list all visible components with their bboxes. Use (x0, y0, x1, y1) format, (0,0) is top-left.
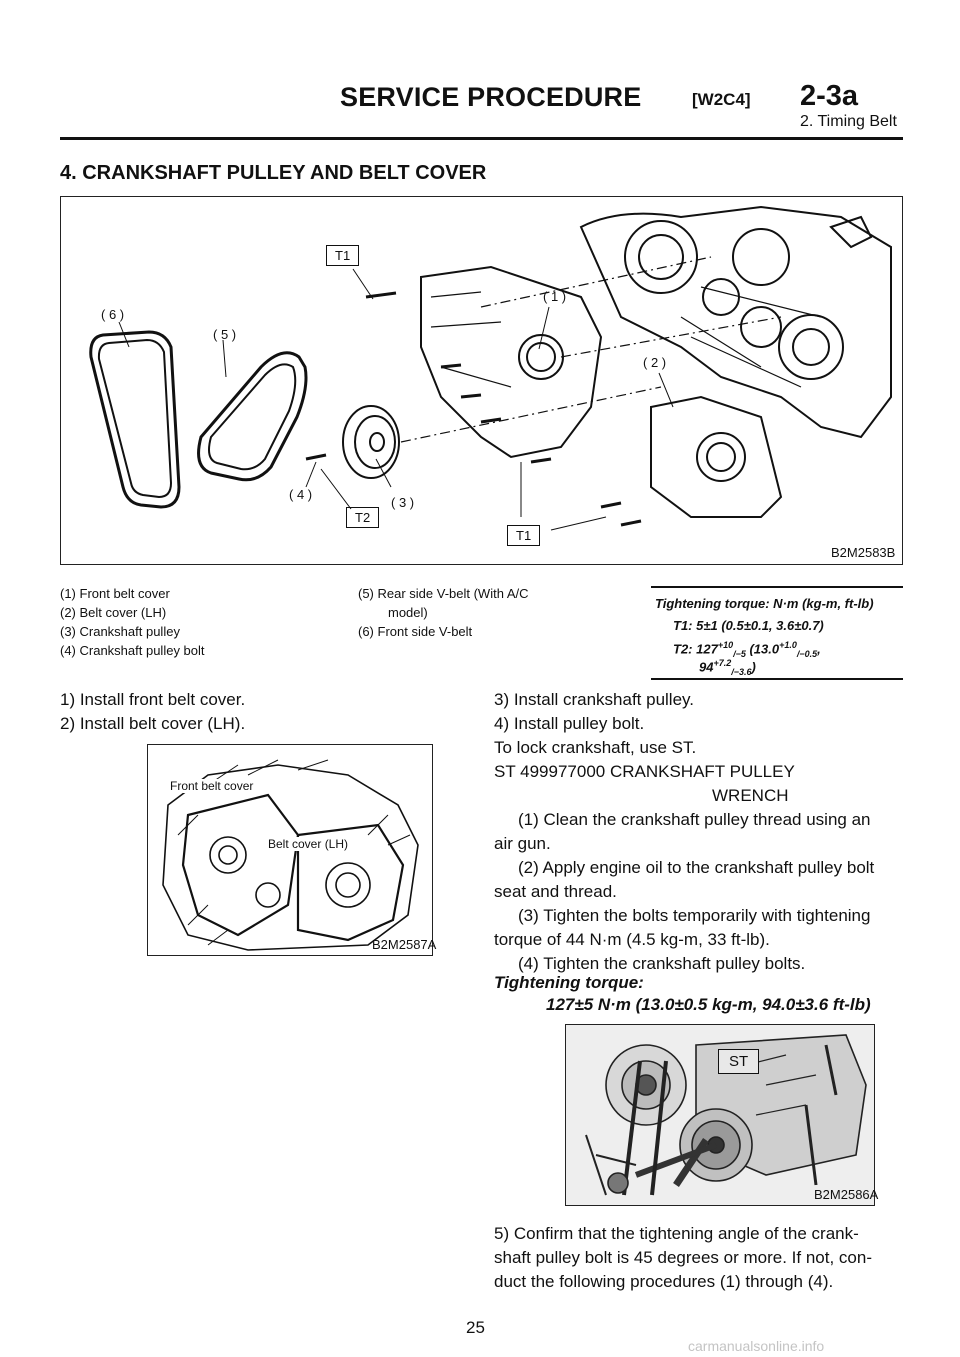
special-tool-line-cont: WRENCH (712, 786, 789, 805)
label-belt-cover-lh: Belt cover (LH) (266, 837, 351, 851)
substep-2: (2) Apply engine oil to the crankshaft p… (518, 858, 875, 877)
step-5-line: shaft pulley bolt is 45 degrees or more.… (494, 1248, 872, 1267)
substep-3: (3) Tighten the bolts temporarily with t… (518, 906, 871, 925)
torque-heading: Tightening torque: (494, 973, 644, 992)
callout-t1-top: T1 (326, 245, 360, 266)
figure-code: B2M2587A (372, 937, 437, 952)
legend-col2: (5) Rear side V-belt (With A/C model) (6… (358, 584, 529, 641)
step-5-line: 5) Confirm that the tightening angle of … (494, 1224, 859, 1243)
torque-t2-cont: 94+7.2/−3.6) (699, 658, 756, 677)
torque-t2-a-sup: +10 (717, 640, 734, 650)
torque-box-title: Tightening torque: N·m (kg-m, ft-lb) (655, 596, 874, 611)
legend-item: (1) Front belt cover (60, 586, 170, 601)
step-2: 2) Install belt cover (LH). (60, 714, 246, 733)
header-title: SERVICE PROCEDURE (340, 82, 642, 112)
torque-t2-d: 94 (699, 659, 714, 675)
torque-t2-b: (13.0 (745, 641, 780, 657)
torque-value: 127±5 N·m (13.0±0.5 kg-m, 94.0±3.6 ft-lb… (546, 995, 871, 1014)
substep-2-cont: seat and thread. (494, 882, 617, 901)
label-front-belt-cover: Front belt cover (168, 779, 256, 793)
figure-code: B2M2586A (814, 1187, 879, 1202)
callout-2: ( 2 ) (643, 355, 667, 370)
torque-t2-b-sub: /−0.5 (796, 648, 818, 659)
special-tool-line: ST 499977000 CRANKSHAFT PULLEY (494, 762, 795, 781)
section-title: 4. CRANKSHAFT PULLEY AND BELT COVER (60, 162, 487, 184)
torque-t2-d-sup: +7.2 (713, 658, 732, 668)
torque-t2-e: ) (751, 659, 756, 675)
legend-item: (6) Front side V-belt (358, 624, 473, 639)
legend-col1: (1) Front belt cover (2) Belt cover (LH)… (60, 584, 205, 660)
callout-6: ( 6 ) (101, 307, 125, 322)
legend-item: (5) Rear side V-belt (With A/C (358, 586, 529, 601)
engine-drawing (162, 759, 419, 951)
callout-3: ( 3 ) (391, 495, 415, 510)
substep-4: (4) Tighten the crankshaft pulley bolts. (518, 954, 806, 973)
lock-note: To lock crankshaft, use ST. (494, 738, 697, 757)
figure-exploded-view: T1 ( 1 ) ( 2 ) ( 3 ) ( 4 ) ( 5 ) ( 6 ) T… (60, 196, 903, 565)
torque-t2-c: , (817, 641, 821, 657)
header-section: 2-3a (800, 80, 859, 112)
callout-4: ( 4 ) (289, 487, 313, 502)
step-5-line: duct the following procedures (1) throug… (494, 1272, 834, 1291)
header-subsection: 2. Timing Belt (800, 113, 897, 130)
page-number: 25 (466, 1318, 485, 1337)
legend-item: model) (388, 605, 428, 620)
torque-t2-b-sup: +1.0 (779, 640, 797, 650)
header-rule (60, 137, 903, 140)
torque-t2: T2: 127+10/−5 (13.0+1.0/−0.5, (673, 640, 821, 659)
callout-leaders (118, 268, 674, 531)
callout-t2: T2 (346, 507, 380, 528)
legend-item: (4) Crankshaft pulley bolt (60, 643, 205, 658)
left-steps: 1) Install front belt cover. 2) Install … (60, 688, 245, 736)
legend-item: (2) Belt cover (LH) (60, 605, 167, 620)
torque-t2-a: T2: 127 (673, 641, 718, 657)
figure-belt-covers-installed: Front belt cover Belt cover (LH) B2M2587… (147, 744, 437, 956)
torque-t2-d-sub: /−3.6 (731, 666, 752, 677)
step-3: 3) Install crankshaft pulley. (494, 690, 694, 709)
header-code: [W2C4] (692, 90, 751, 109)
callout-1: ( 1 ) (543, 289, 567, 304)
torque-t1: T1: 5±1 (0.5±0.1, 3.6±0.7) (673, 618, 824, 633)
exploded-view-drawing (89, 205, 892, 527)
substep-3-cont: torque of 44 N·m (4.5 kg-m, 33 ft-lb). (494, 930, 770, 949)
callout-5: ( 5 ) (213, 327, 237, 342)
label-st: ST (718, 1049, 760, 1074)
step-4: 4) Install pulley bolt. (494, 714, 645, 733)
legend-item: (3) Crankshaft pulley (60, 624, 180, 639)
watermark: carmanualsonline.info (688, 1338, 825, 1354)
substep-1: (1) Clean the crankshaft pulley thread u… (518, 810, 871, 829)
figure-crankshaft-pulley-wrench: ST B2M2586A (565, 1024, 879, 1206)
step-1: 1) Install front belt cover. (60, 690, 246, 709)
right-steps: 3) Install crankshaft pulley. 4) Install… (494, 688, 874, 976)
step-5: 5) Confirm that the tightening angle of … (494, 1222, 872, 1294)
substep-1-cont: air gun. (494, 834, 551, 853)
callout-t1-bottom: T1 (507, 525, 541, 546)
figure-code: B2M2583B (831, 545, 896, 560)
torque-t2-a-sub: /−5 (733, 648, 746, 659)
torque-box: Tightening torque: N·m (kg-m, ft-lb) T1:… (651, 586, 903, 680)
